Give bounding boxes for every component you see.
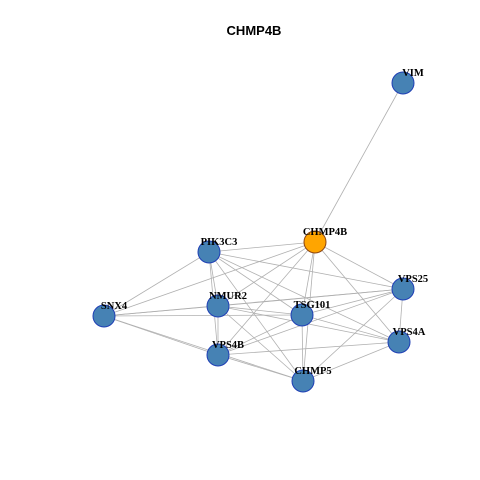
node-nmur2: NMUR2 [206,291,247,318]
edge-chmp4b-pik3c3 [208,241,316,253]
node-circle-vps25 [391,277,415,301]
node-tsg101: TSG101 [290,300,331,327]
edge-pik3c3-tsg101 [208,251,303,316]
node-circle-chmp5 [291,369,315,393]
node-chmp4b: CHMP4B [303,227,347,254]
edge-vps4a-chmp5 [302,341,400,382]
node-circle-pik3c3 [197,240,221,264]
edge-tsg101-vps4a [301,314,400,343]
edge-nmur2-tsg101 [217,305,303,316]
node-snx4: SNX4 [92,301,128,328]
node-vps4a: VPS4A [387,327,426,354]
node-circle-vim [391,71,415,95]
node-label-pik3c3: PIK3C3 [201,237,238,248]
node-label-chmp5: CHMP5 [294,366,331,377]
node-label-chmp4b: CHMP4B [303,227,347,238]
edge-chmp4b-vps4a [314,241,400,343]
edge-vps25-tsg101 [301,288,404,316]
node-label-tsg101: TSG101 [294,300,331,311]
node-pik3c3: PIK3C3 [197,237,238,264]
edge-tsg101-vps4b [217,314,303,356]
node-circle-chmp4b [303,230,327,254]
edge-snx4-tsg101 [103,314,303,317]
node-vps25: VPS25 [391,274,428,301]
edge-pik3c3-vps4a [208,251,400,343]
edge-pik3c3-chmp5 [208,251,304,382]
node-circle-snx4 [92,304,116,328]
edge-chmp4b-nmur2 [217,241,316,307]
edge-nmur2-chmp5 [217,305,304,382]
edge-pik3c3-snx4 [103,251,210,317]
edge-chmp4b-vps4b [217,241,316,356]
node-circle-nmur2 [206,294,230,318]
edge-chmp4b-vps25 [314,241,404,290]
node-chmp5: CHMP5 [291,366,332,393]
node-label-vps4a: VPS4A [393,327,426,338]
node-vim: VIM [391,68,424,95]
node-circle-vps4b [206,343,230,367]
node-circle-tsg101 [290,303,314,327]
edge-chmp4b-snx4 [103,241,316,317]
edge-pik3c3-vps25 [208,251,404,290]
edge-snx4-chmp5 [103,315,304,382]
node-label-snx4: SNX4 [101,301,128,312]
node-label-vps4b: VPS4B [212,340,244,351]
edge-snx4-nmur2 [103,305,219,317]
node-label-nmur2: NMUR2 [209,291,247,302]
node-label-vps25: VPS25 [398,274,428,285]
node-circle-vps4a [387,330,411,354]
node-vps4b: VPS4B [206,340,244,367]
edge-vps25-chmp5 [302,288,404,382]
edge-layer [103,82,404,382]
edge-chmp4b-tsg101 [301,241,316,316]
edge-vps4b-chmp5 [217,354,304,382]
node-label-vim: VIM [402,68,424,79]
graph-title: CHMP4B [227,23,282,38]
edge-vim-chmp4b [314,82,404,243]
edge-vps4a-vps4b [217,341,400,356]
